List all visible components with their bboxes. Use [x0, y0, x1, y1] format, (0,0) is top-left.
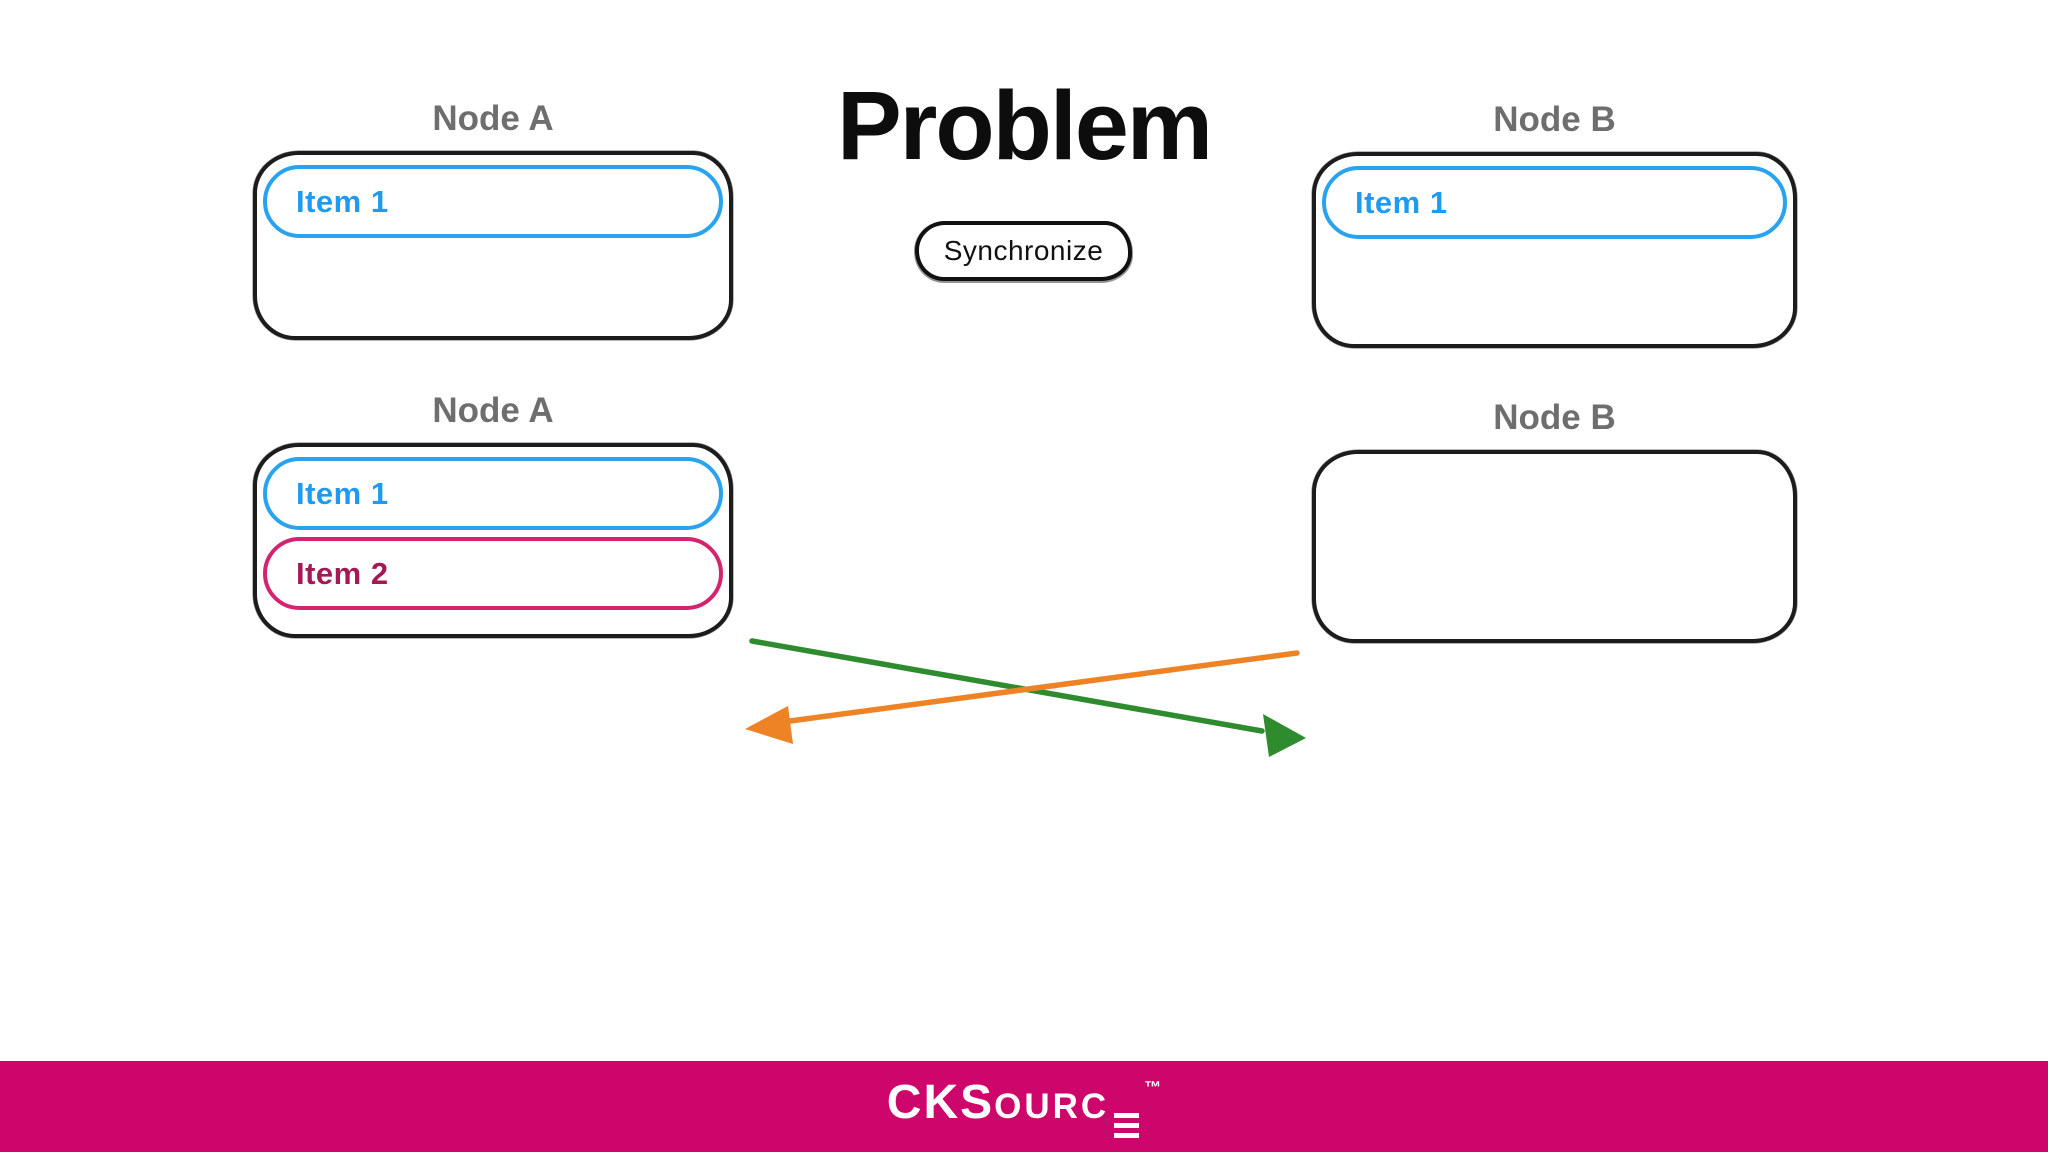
node-a-top-group: Node A Item 1 [253, 99, 733, 340]
node-b-bottom-group: Node B [1312, 398, 1797, 643]
node-a-bottom-label: Node A [432, 391, 554, 430]
node-b-bottom-label: Node B [1493, 398, 1616, 437]
trademark: ™ [1144, 1078, 1162, 1097]
logo-text-secondary: OURC [994, 1087, 1110, 1126]
item-1-pill: Item 1 [263, 165, 723, 238]
item-1-label: Item 1 [296, 183, 389, 219]
green-arrow [749, 638, 1306, 757]
node-a-bottom-group: Node A Item 1 Item 2 [253, 391, 733, 638]
synchronize-button[interactable]: Synchronize [915, 221, 1132, 281]
footer-bar: CKS OURC ™ [0, 1061, 2048, 1152]
synchronize-button-label: Synchronize [943, 235, 1104, 266]
page-title: Problem [836, 71, 1213, 180]
item-1-label: Item 1 [1355, 184, 1448, 220]
logo-text-primary: CKS [886, 1076, 995, 1129]
item-2-pill: Item 2 [263, 537, 723, 610]
node-a-top-box: Item 1 [253, 151, 733, 340]
item-1-pill: Item 1 [263, 457, 723, 530]
cksource-logo: CKS OURC ™ [887, 1075, 1161, 1138]
item-1-label: Item 1 [296, 475, 389, 511]
item-1-pill: Item 1 [1322, 166, 1787, 239]
node-b-top-box: Item 1 [1312, 152, 1797, 348]
node-b-bottom-box [1312, 450, 1797, 643]
green-arrowhead-icon [1263, 714, 1306, 757]
node-a-bottom-box: Item 1 Item 2 [253, 443, 733, 638]
orange-arrow [745, 650, 1300, 744]
node-b-top-label: Node B [1493, 100, 1616, 139]
node-a-top-label: Node A [432, 99, 554, 138]
logo-e-bars-icon [1114, 1112, 1140, 1138]
orange-arrowhead-icon [745, 706, 793, 744]
node-b-top-group: Node B Item 1 [1312, 100, 1797, 348]
item-2-label: Item 2 [296, 555, 389, 591]
